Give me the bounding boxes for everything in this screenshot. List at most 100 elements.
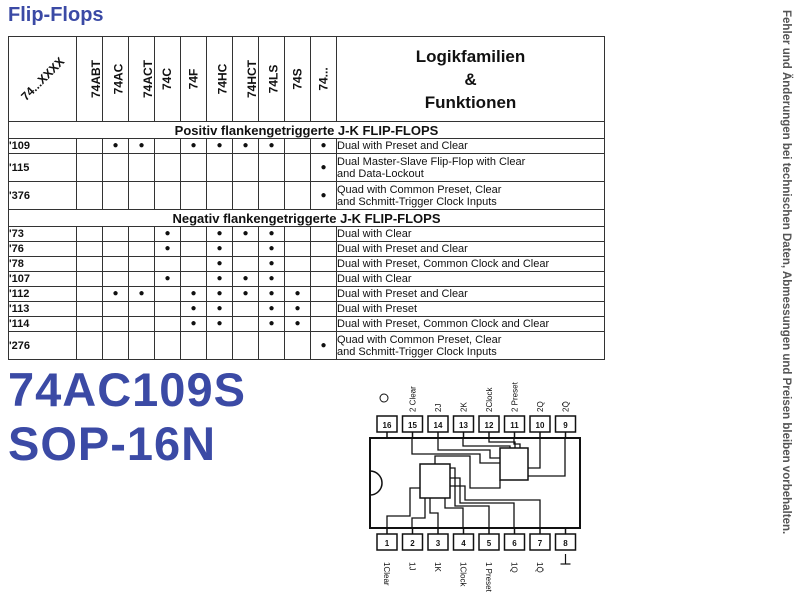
- empty-cell: [76, 138, 103, 154]
- part-code-cell: '276: [8, 331, 77, 360]
- empty-cell: [284, 331, 311, 360]
- table-row: '73●●●●Dual with Clear: [8, 226, 605, 242]
- table-row: '107●●●●Dual with Clear: [8, 271, 605, 287]
- family-header: 74AC: [102, 36, 129, 122]
- empty-cell: [310, 286, 337, 302]
- empty-cell: [232, 331, 259, 360]
- internal-wire: [411, 498, 426, 528]
- part-code-cell: '109: [8, 138, 77, 154]
- pin-number: 7: [538, 539, 543, 548]
- availability-dot: ●: [128, 138, 155, 154]
- part-code-cell: '115: [8, 153, 77, 182]
- pin-box: [452, 533, 475, 551]
- internal-wire: [513, 438, 521, 448]
- side-note: Fehler und Änderungen bei technischen Da…: [778, 10, 792, 590]
- empty-cell: [102, 153, 129, 182]
- availability-dot: ●: [310, 331, 337, 360]
- function-cell: Dual with Preset: [336, 301, 605, 317]
- table-row: '113●●●●Dual with Preset: [8, 301, 605, 317]
- empty-cell: [76, 241, 103, 257]
- internal-wire: [429, 498, 439, 528]
- function-cell: Dual with Preset, Common Clock and Clear: [336, 316, 605, 332]
- empty-cell: [180, 226, 207, 242]
- availability-dot: ●: [258, 241, 285, 257]
- empty-cell: [232, 316, 259, 332]
- pin-number: 14: [434, 421, 443, 430]
- empty-cell: [102, 316, 129, 332]
- availability-dot: ●: [180, 316, 207, 332]
- family-header: 74S: [284, 36, 311, 122]
- pin-number: 4: [461, 539, 466, 548]
- availability-dot: ●: [310, 181, 337, 210]
- empty-cell: [258, 153, 285, 182]
- empty-cell: [180, 331, 207, 360]
- empty-cell: [258, 331, 285, 360]
- corner-header: 74...XXXX: [8, 36, 77, 122]
- internal-wire: [528, 438, 541, 469]
- section-header-row: Positiv flankengetriggerte J-K FLIP-FLOP…: [8, 121, 605, 139]
- internal-wire: [488, 438, 516, 448]
- pin-label: 2Clock: [485, 387, 494, 412]
- empty-cell: [76, 181, 103, 210]
- pin-label: 1Q̄: [535, 562, 544, 573]
- pin-label: 1Q: [510, 562, 519, 573]
- availability-dot: ●: [206, 241, 233, 257]
- empty-cell: [310, 256, 337, 272]
- availability-dot: ●: [258, 226, 285, 242]
- empty-cell: [284, 153, 311, 182]
- part-code-cell: '78: [8, 256, 77, 272]
- pin-box: [401, 533, 424, 551]
- empty-cell: [154, 316, 181, 332]
- family-header: 74ACT: [128, 36, 155, 122]
- empty-cell: [154, 301, 181, 317]
- table-row: '112●●●●●●●Dual with Preset and Clear: [8, 286, 605, 302]
- empty-cell: [154, 138, 181, 154]
- pin-label: 1Clock: [459, 562, 468, 587]
- empty-cell: [128, 226, 155, 242]
- pin-number: 16: [383, 421, 392, 430]
- empty-cell: [310, 301, 337, 317]
- pin-label: 2J: [434, 404, 443, 412]
- table-row: '76●●●Dual with Preset and Clear: [8, 241, 605, 257]
- pin-label: 2 Clear: [409, 386, 418, 412]
- internal-wire: [462, 438, 511, 448]
- part-code-cell: '113: [8, 301, 77, 317]
- availability-dot: ●: [232, 271, 259, 287]
- function-cell: Dual with Preset, Common Clock and Clear: [336, 256, 605, 272]
- logic-family-table: 74...XXXX 74ABT 74AC 74ACT 74C 74F 74HC …: [8, 36, 605, 360]
- availability-dot: ●: [102, 138, 129, 154]
- part-code-cell: '107: [8, 271, 77, 287]
- pin-number: 3: [436, 539, 441, 548]
- table-row: '109●●●●●●●Dual with Preset and Clear: [8, 138, 605, 154]
- availability-dot: ●: [284, 316, 311, 332]
- pin-label: 2K: [460, 402, 469, 412]
- empty-cell: [76, 153, 103, 182]
- availability-dot: ●: [154, 241, 181, 257]
- empty-cell: [232, 181, 259, 210]
- pin-label: 2 Preset: [511, 381, 520, 412]
- empty-cell: [102, 301, 129, 317]
- table-row: '115●Dual Master-Slave Flip-Flop with Cl…: [8, 153, 605, 182]
- empty-cell: [128, 271, 155, 287]
- family-header: 74F: [180, 36, 207, 122]
- empty-cell: [154, 153, 181, 182]
- ic-body: [369, 437, 581, 529]
- internal-wire: [411, 438, 500, 464]
- pin-number: 10: [536, 421, 545, 430]
- availability-dot: ●: [180, 301, 207, 317]
- availability-dot: ●: [310, 153, 337, 182]
- pin-box: [529, 533, 551, 551]
- empty-cell: [102, 256, 129, 272]
- internal-wire: [444, 498, 464, 528]
- empty-cell: [154, 256, 181, 272]
- empty-cell: [128, 331, 155, 360]
- availability-dot: ●: [206, 138, 233, 154]
- empty-cell: [102, 271, 129, 287]
- availability-dot: ●: [180, 286, 207, 302]
- part-number: 74AC109S: [8, 363, 246, 416]
- empty-cell: [206, 153, 233, 182]
- empty-cell: [128, 153, 155, 182]
- empty-cell: [284, 271, 311, 287]
